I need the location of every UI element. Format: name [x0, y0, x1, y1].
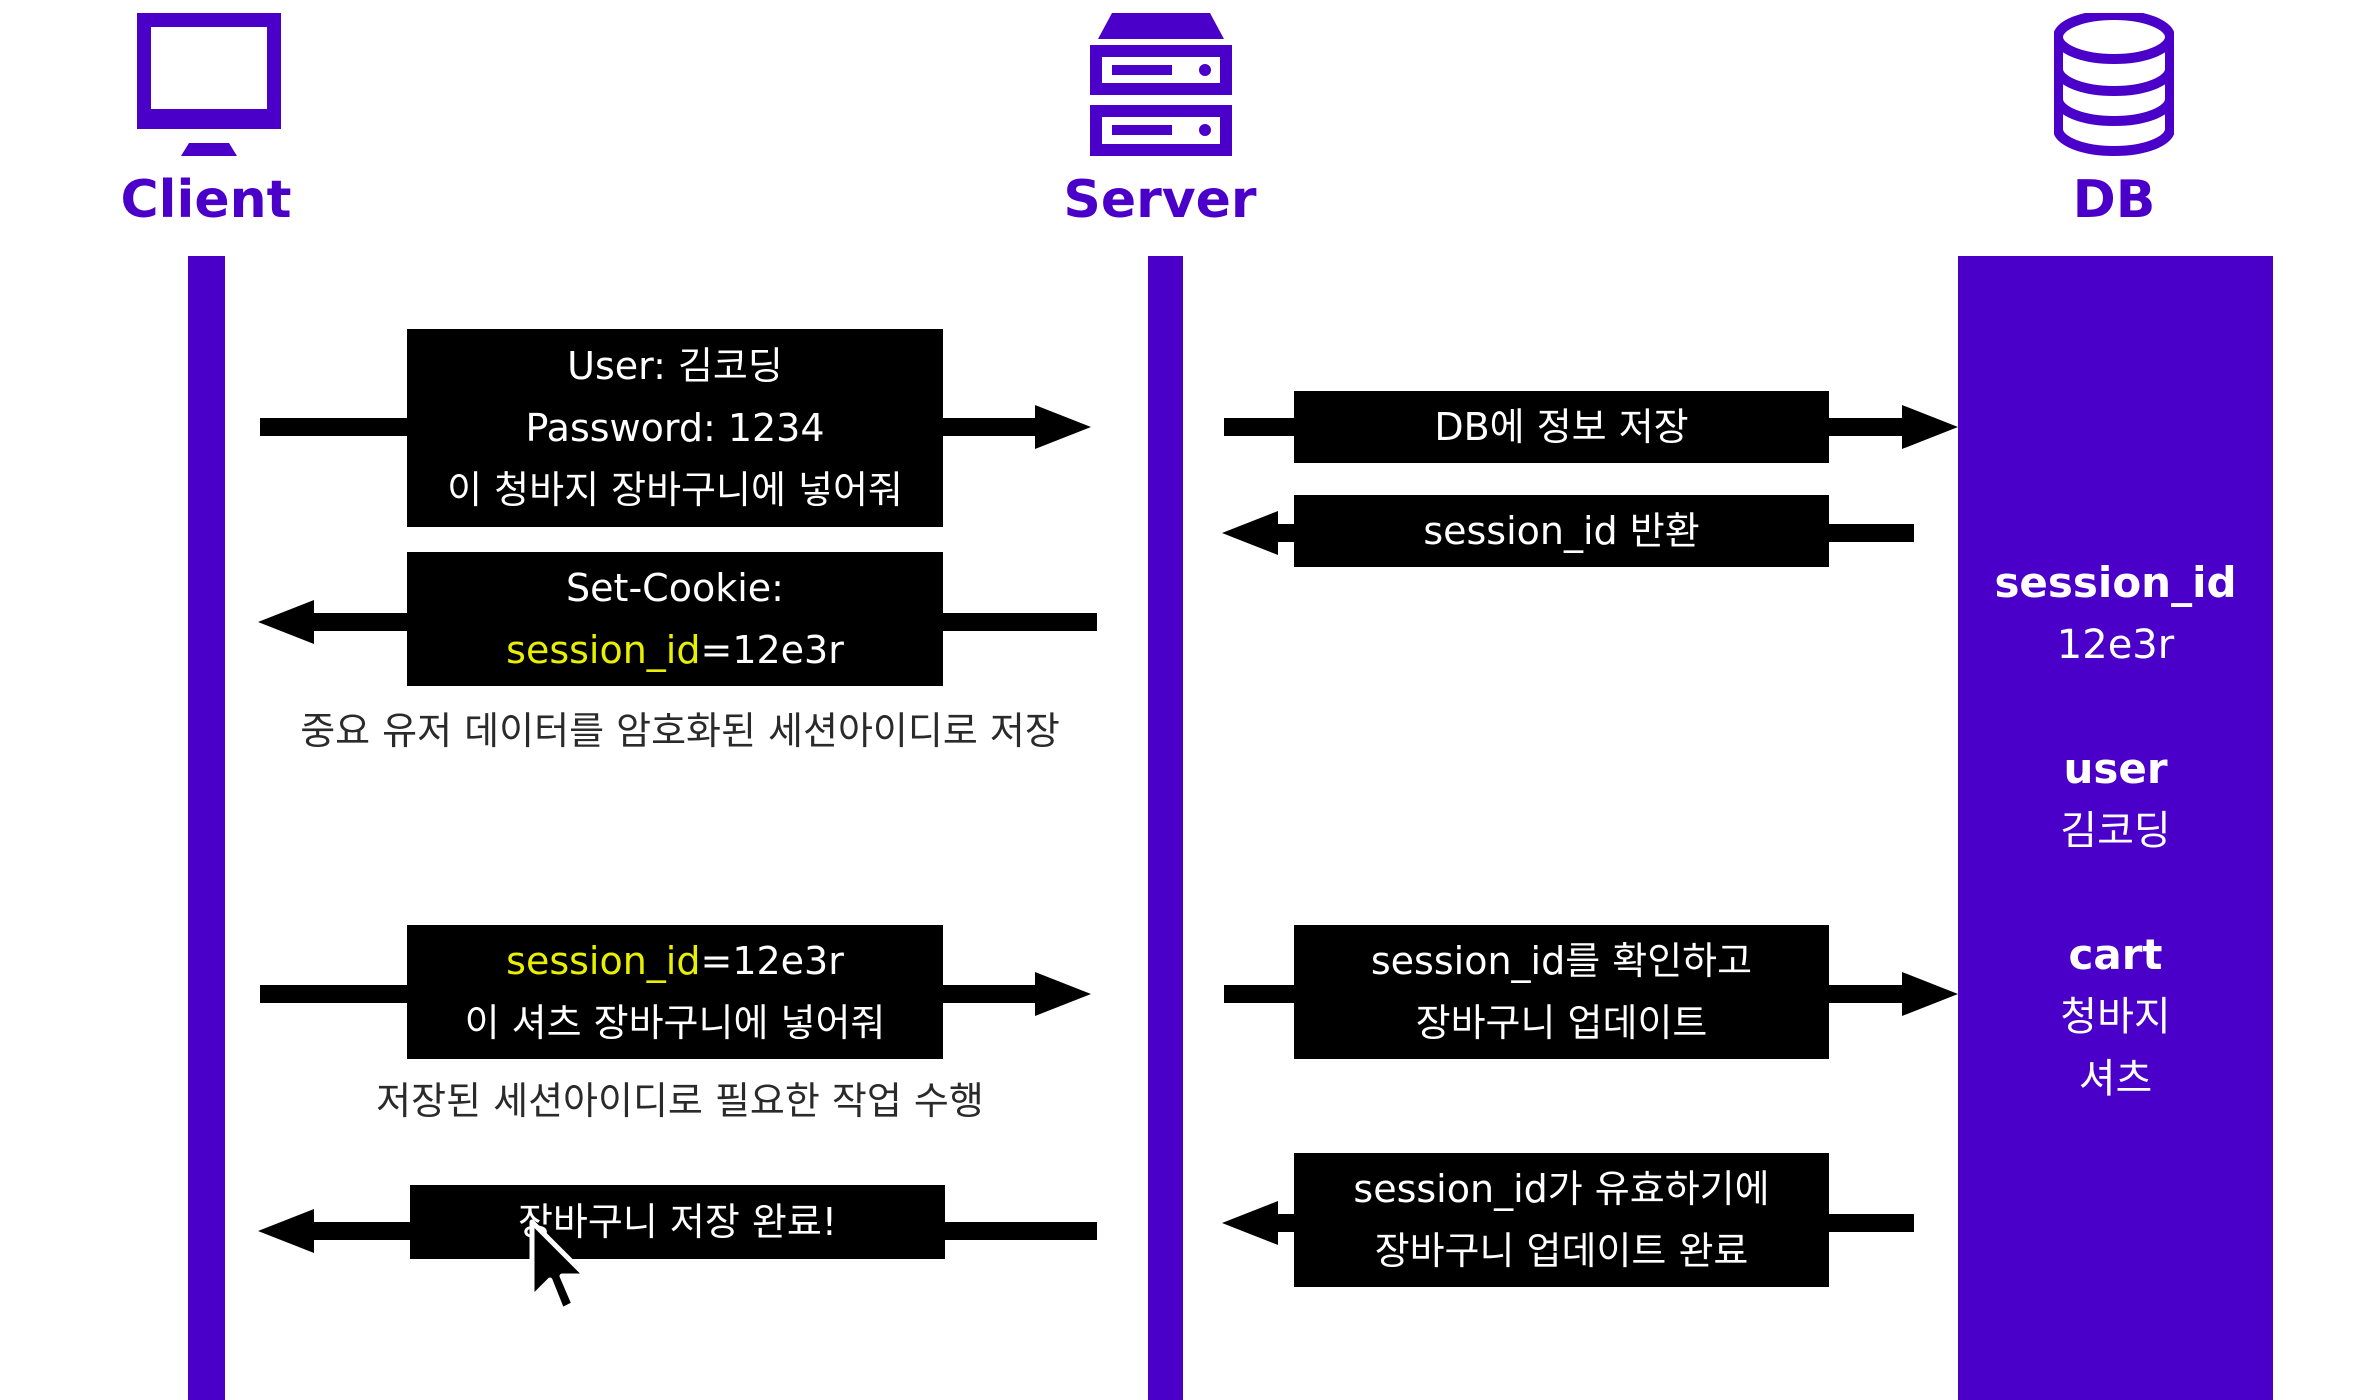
arrow-head-left-icon	[258, 600, 314, 644]
database-icon	[2054, 13, 2174, 156]
db-record-panel: session_id 12e3r user 김코딩 cart 청바지 셔츠	[1958, 256, 2273, 1400]
server-lifeline	[1148, 256, 1183, 1400]
arrow-head-left-icon	[1222, 1201, 1278, 1245]
set-cookie-value-line: session_id=12e3r	[407, 619, 943, 681]
login-request-box: User: 김코딩 Password: 1234 이 청바지 장바구니에 넣어줘	[407, 329, 943, 527]
server-icon	[1090, 13, 1232, 156]
second-request-session-line: session_id=12e3r	[407, 930, 943, 992]
db-label: DB	[2072, 170, 2156, 230]
session-return-label: session_id 반환	[1423, 509, 1700, 553]
check-update-box: session_id를 확인하고 장바구니 업데이트	[1294, 925, 1829, 1059]
check-update-line2: 장바구니 업데이트	[1415, 1001, 1708, 1045]
second-request-session-key: session_id	[506, 939, 701, 983]
login-request-password: Password: 1234	[525, 406, 825, 450]
set-cookie-session-key: session_id	[506, 628, 701, 672]
session-return-box: session_id 반환	[1294, 495, 1829, 567]
db-user-key: user	[2063, 744, 2168, 793]
set-cookie-note: 중요 유저 데이터를 암호화된 세션아이디로 저장	[300, 709, 1060, 753]
update-done-box: session_id가 유효하기에 장바구니 업데이트 완료	[1294, 1153, 1829, 1287]
set-cookie-box: Set-Cookie: session_id=12e3r	[407, 552, 943, 686]
set-cookie-session-value: =12e3r	[700, 628, 844, 672]
check-update-line1: session_id를 확인하고	[1370, 939, 1753, 983]
login-request-action: 이 청바지 장바구니에 넣어줘	[447, 468, 903, 512]
db-session-id-key: session_id	[1994, 558, 2237, 607]
arrow-head-right-icon	[1035, 972, 1091, 1016]
arrow-head-right-icon	[1902, 405, 1958, 449]
arrow-head-right-icon	[1035, 405, 1091, 449]
db-store-label: DB에 정보 저장	[1434, 405, 1689, 449]
monitor-icon	[137, 13, 281, 156]
second-request-action: 이 셔츠 장바구니에 넣어줘	[464, 1001, 886, 1045]
client-label: Client	[120, 170, 292, 230]
db-user-value: 김코딩	[2060, 808, 2171, 854]
client-lifeline	[188, 256, 225, 1400]
db-cart-item-1: 청바지	[2060, 994, 2171, 1040]
db-session-id-value: 12e3r	[2056, 622, 2175, 668]
second-request-note: 저장된 세션아이디로 필요한 작업 수행	[376, 1079, 984, 1123]
cart-done-box: 장바구니 저장 완료!	[410, 1185, 945, 1259]
set-cookie-header: Set-Cookie:	[566, 566, 784, 610]
mouse-pointer-icon	[529, 1219, 589, 1313]
arrow-head-left-icon	[1222, 511, 1278, 555]
second-request-session-value: =12e3r	[700, 939, 844, 983]
update-done-line1: session_id가 유효하기에	[1353, 1167, 1770, 1211]
server-label: Server	[1063, 170, 1257, 230]
cart-done-label: 장바구니 저장 완료!	[517, 1200, 838, 1244]
arrow-head-right-icon	[1902, 972, 1958, 1016]
second-request-box: session_id=12e3r 이 셔츠 장바구니에 넣어줘	[407, 925, 943, 1059]
login-request-user: User: 김코딩	[567, 344, 783, 388]
update-done-line2: 장바구니 업데이트 완료	[1374, 1229, 1749, 1273]
db-cart-item-2: 셔츠	[2078, 1056, 2153, 1102]
db-cart-key: cart	[2068, 930, 2163, 979]
db-store-box: DB에 정보 저장	[1294, 391, 1829, 463]
arrow-head-left-icon	[258, 1209, 314, 1253]
